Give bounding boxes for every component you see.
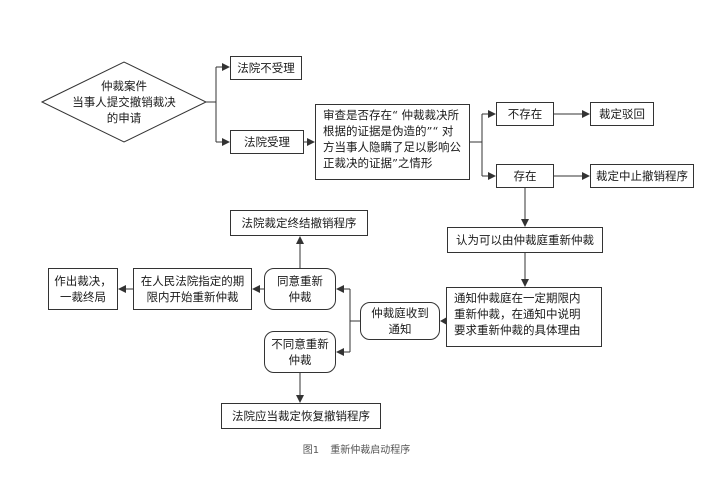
review-line-2: 根据的证据是伪造的”“ 对: [323, 124, 454, 138]
arrowhead: [488, 110, 496, 118]
arrowhead: [307, 138, 315, 146]
agree-line-2: 仲裁: [288, 290, 312, 304]
start-line-1: 仲裁案件: [101, 79, 147, 93]
node-ruling-suspend: 裁定中止撤销程序: [590, 164, 694, 188]
node-not-exist: 不存在: [496, 102, 554, 126]
review-line-4: 正裁决的证据”之情形: [323, 156, 433, 170]
notify-line-3: 要求重新仲裁的具体理由: [454, 323, 581, 337]
arrowhead: [296, 236, 304, 244]
node-restore-label: 法院应当裁定恢复撤销程序: [232, 409, 370, 423]
award-line-2: 一裁终局: [60, 290, 106, 304]
figure-caption: 图1 重新仲裁启动程序: [0, 441, 713, 456]
node-exist-label: 存在: [513, 169, 537, 183]
node-notify-tribunal: 通知仲裁庭在一定期限内 重新仲裁，在通知中说明 要求重新仲裁的具体理由: [446, 287, 602, 347]
node-not-accepted-label: 法院不受理: [237, 61, 295, 75]
node-period-rearbitrate: 在人民法院指定的期 限内开始重新仲裁: [133, 268, 252, 310]
node-not-exist-label: 不存在: [507, 107, 543, 121]
arrowhead: [222, 138, 230, 146]
arrowhead: [440, 317, 447, 325]
period-line-2: 限内开始重新仲裁: [146, 290, 239, 304]
node-tribunal-receives: 仲裁庭收到 通知: [360, 302, 440, 340]
disagree-line-2: 仲裁: [288, 353, 312, 367]
tribunal-line-2: 通知: [388, 322, 412, 336]
node-deem-rearbitrate-label: 认为可以由仲裁庭重新仲裁: [456, 233, 594, 247]
arrowhead: [336, 285, 344, 293]
arrowhead: [252, 285, 260, 293]
node-terminate: 法院裁定终结撤销程序: [230, 210, 368, 236]
node-accepted-label: 法院受理: [244, 135, 290, 149]
review-line-1: 审查是否存在“ 仲裁裁决所: [323, 108, 460, 122]
period-line-1: 在人民法院指定的期: [140, 274, 245, 288]
notify-line-1: 通知仲裁庭在一定期限内: [454, 291, 581, 305]
arrowhead: [118, 285, 126, 293]
node-not-accepted: 法院不受理: [230, 56, 302, 80]
node-terminate-label: 法院裁定终结撤销程序: [241, 216, 357, 230]
node-deem-rearbitrate: 认为可以由仲裁庭重新仲裁: [447, 227, 603, 253]
node-exist: 存在: [496, 164, 554, 188]
node-review-conditions: 审查是否存在“ 仲裁裁决所 根据的证据是伪造的”“ 对 方当事人隐瞒了足以影响公…: [315, 104, 470, 180]
caption-title: 重新仲裁启动程序: [330, 445, 411, 456]
review-line-3: 方当事人隐瞒了足以影响公: [323, 140, 461, 154]
start-line-3: 的申请: [106, 111, 142, 125]
node-restore: 法院应当裁定恢复撤销程序: [221, 403, 381, 429]
start-application-node: 仲裁案件 当事人提交撤销裁决 的申请: [62, 76, 186, 128]
agree-line-1: 同意重新: [277, 274, 323, 288]
node-agree-rearbitrate: 同意重新 仲裁: [264, 268, 336, 310]
notify-line-2: 重新仲裁，在通知中说明: [454, 307, 581, 321]
disagree-line-1: 不同意重新: [271, 337, 329, 351]
arrowhead: [521, 219, 529, 227]
node-accepted: 法院受理: [230, 130, 304, 154]
arrowhead: [488, 172, 496, 180]
arrowhead: [582, 172, 590, 180]
node-ruling-reject-label: 裁定驳回: [599, 107, 645, 121]
arrowhead: [222, 63, 230, 71]
arrowhead: [521, 279, 529, 287]
node-ruling-reject: 裁定驳回: [590, 102, 654, 126]
caption-number: 图1: [302, 445, 320, 456]
arrowhead: [582, 110, 590, 118]
award-line-1: 作出裁决，: [54, 274, 112, 288]
node-final-award: 作出裁决， 一裁终局: [48, 268, 118, 310]
arrowhead: [296, 395, 304, 403]
node-disagree-rearbitrate: 不同意重新 仲裁: [264, 331, 336, 373]
arrowhead: [336, 348, 344, 356]
start-line-2: 当事人提交撤销裁决: [72, 95, 176, 109]
node-ruling-suspend-label: 裁定中止撤销程序: [596, 169, 688, 183]
tribunal-line-1: 仲裁庭收到: [371, 306, 429, 320]
